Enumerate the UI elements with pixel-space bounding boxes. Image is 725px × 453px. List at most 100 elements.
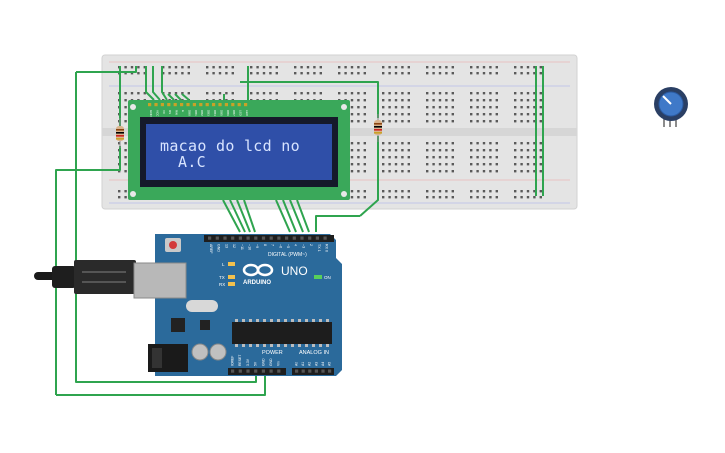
breadboard-hole[interactable]	[394, 170, 398, 173]
breadboard-hole[interactable]	[363, 163, 366, 166]
digital-socket[interactable]	[292, 236, 296, 240]
breadboard-hole[interactable]	[137, 72, 140, 75]
breadboard-hole[interactable]	[401, 99, 404, 102]
breadboard-hole[interactable]	[533, 92, 536, 95]
breadboard-hole[interactable]	[495, 106, 498, 109]
breadboard-hole[interactable]	[388, 120, 391, 123]
breadboard-hole[interactable]	[489, 106, 492, 109]
breadboard-hole[interactable]	[432, 163, 435, 166]
breadboard-hole[interactable]	[495, 92, 498, 95]
breadboard-hole[interactable]	[206, 92, 209, 95]
breadboard-hole[interactable]	[382, 72, 385, 75]
breadboard-hole[interactable]	[206, 72, 209, 75]
breadboard-hole[interactable]	[489, 120, 492, 123]
breadboard-hole[interactable]	[231, 92, 234, 95]
breadboard-hole[interactable]	[388, 72, 391, 75]
analog-socket[interactable]	[301, 369, 305, 373]
breadboard-hole[interactable]	[476, 170, 479, 173]
breadboard-hole[interactable]	[124, 92, 127, 95]
breadboard-hole[interactable]	[476, 106, 479, 109]
breadboard-hole[interactable]	[363, 66, 366, 69]
breadboard-hole[interactable]	[526, 170, 530, 173]
breadboard-hole[interactable]	[313, 66, 316, 69]
lcd-pin[interactable]	[231, 103, 235, 107]
breadboard-hole[interactable]	[388, 142, 391, 145]
breadboard-hole[interactable]	[256, 66, 259, 69]
breadboard-hole[interactable]	[489, 99, 492, 102]
breadboard-hole[interactable]	[514, 142, 517, 145]
lcd-pin[interactable]	[244, 103, 248, 107]
breadboard-hole[interactable]	[394, 106, 398, 109]
breadboard-hole[interactable]	[344, 92, 347, 95]
breadboard-hole[interactable]	[438, 170, 442, 173]
breadboard-hole[interactable]	[451, 92, 454, 95]
breadboard-hole[interactable]	[363, 142, 366, 145]
breadboard-hole[interactable]	[426, 142, 429, 145]
breadboard-hole[interactable]	[539, 92, 542, 95]
wire[interactable]	[76, 66, 137, 73]
breadboard-hole[interactable]	[539, 113, 542, 116]
breadboard-hole[interactable]	[451, 120, 454, 123]
digital-socket[interactable]	[308, 236, 312, 240]
breadboard-hole[interactable]	[520, 92, 523, 95]
breadboard-hole[interactable]	[350, 113, 354, 116]
breadboard-hole[interactable]	[181, 72, 184, 75]
breadboard-hole[interactable]	[262, 72, 266, 75]
breadboard-hole[interactable]	[357, 142, 360, 145]
breadboard-hole[interactable]	[319, 92, 322, 95]
power-socket[interactable]	[238, 369, 242, 373]
breadboard-hole[interactable]	[489, 72, 492, 75]
breadboard-hole[interactable]	[426, 196, 429, 199]
breadboard-hole[interactable]	[451, 170, 454, 173]
breadboard-hole[interactable]	[388, 163, 391, 166]
lcd-pin[interactable]	[199, 103, 203, 107]
breadboard-hole[interactable]	[520, 156, 523, 159]
breadboard-hole[interactable]	[382, 99, 385, 102]
breadboard-hole[interactable]	[407, 196, 410, 199]
breadboard-hole[interactable]	[357, 163, 360, 166]
breadboard-hole[interactable]	[225, 92, 228, 95]
breadboard-hole[interactable]	[407, 190, 410, 193]
breadboard-hole[interactable]	[426, 106, 429, 109]
breadboard-hole[interactable]	[520, 106, 523, 109]
digital-socket[interactable]	[300, 236, 304, 240]
breadboard-hole[interactable]	[124, 149, 127, 152]
breadboard-hole[interactable]	[382, 120, 385, 123]
breadboard-hole[interactable]	[533, 106, 536, 109]
breadboard-hole[interactable]	[382, 92, 385, 95]
breadboard-hole[interactable]	[174, 66, 178, 69]
breadboard-hole[interactable]	[426, 99, 429, 102]
breadboard-hole[interactable]	[350, 170, 354, 173]
breadboard-hole[interactable]	[407, 156, 410, 159]
breadboard-hole[interactable]	[539, 170, 542, 173]
breadboard-hole[interactable]	[476, 163, 479, 166]
breadboard-hole[interactable]	[526, 156, 530, 159]
breadboard-hole[interactable]	[470, 190, 473, 193]
breadboard-hole[interactable]	[388, 196, 391, 199]
digital-header[interactable]	[204, 235, 334, 242]
breadboard-hole[interactable]	[451, 113, 454, 116]
potentiometer[interactable]	[654, 87, 688, 127]
breadboard-hole[interactable]	[124, 156, 127, 159]
wire[interactable]	[75, 72, 257, 383]
breadboard-hole[interactable]	[250, 66, 253, 69]
power-socket[interactable]	[277, 369, 281, 373]
digital-socket[interactable]	[215, 236, 219, 240]
breadboard-hole[interactable]	[231, 66, 234, 69]
breadboard-hole[interactable]	[124, 196, 127, 199]
breadboard-hole[interactable]	[451, 149, 454, 152]
breadboard-hole[interactable]	[482, 170, 486, 173]
lcd-pin[interactable]	[205, 103, 209, 107]
wire[interactable]	[167, 93, 175, 101]
breadboard-hole[interactable]	[482, 99, 486, 102]
breadboard-hole[interactable]	[533, 163, 536, 166]
breadboard-hole[interactable]	[514, 120, 517, 123]
breadboard-hole[interactable]	[432, 142, 435, 145]
breadboard-hole[interactable]	[514, 99, 517, 102]
breadboard-hole[interactable]	[231, 72, 234, 75]
breadboard-hole[interactable]	[426, 120, 429, 123]
lcd-pin[interactable]	[148, 103, 152, 107]
breadboard-hole[interactable]	[344, 66, 347, 69]
breadboard-hole[interactable]	[438, 72, 442, 75]
breadboard-hole[interactable]	[388, 170, 391, 173]
